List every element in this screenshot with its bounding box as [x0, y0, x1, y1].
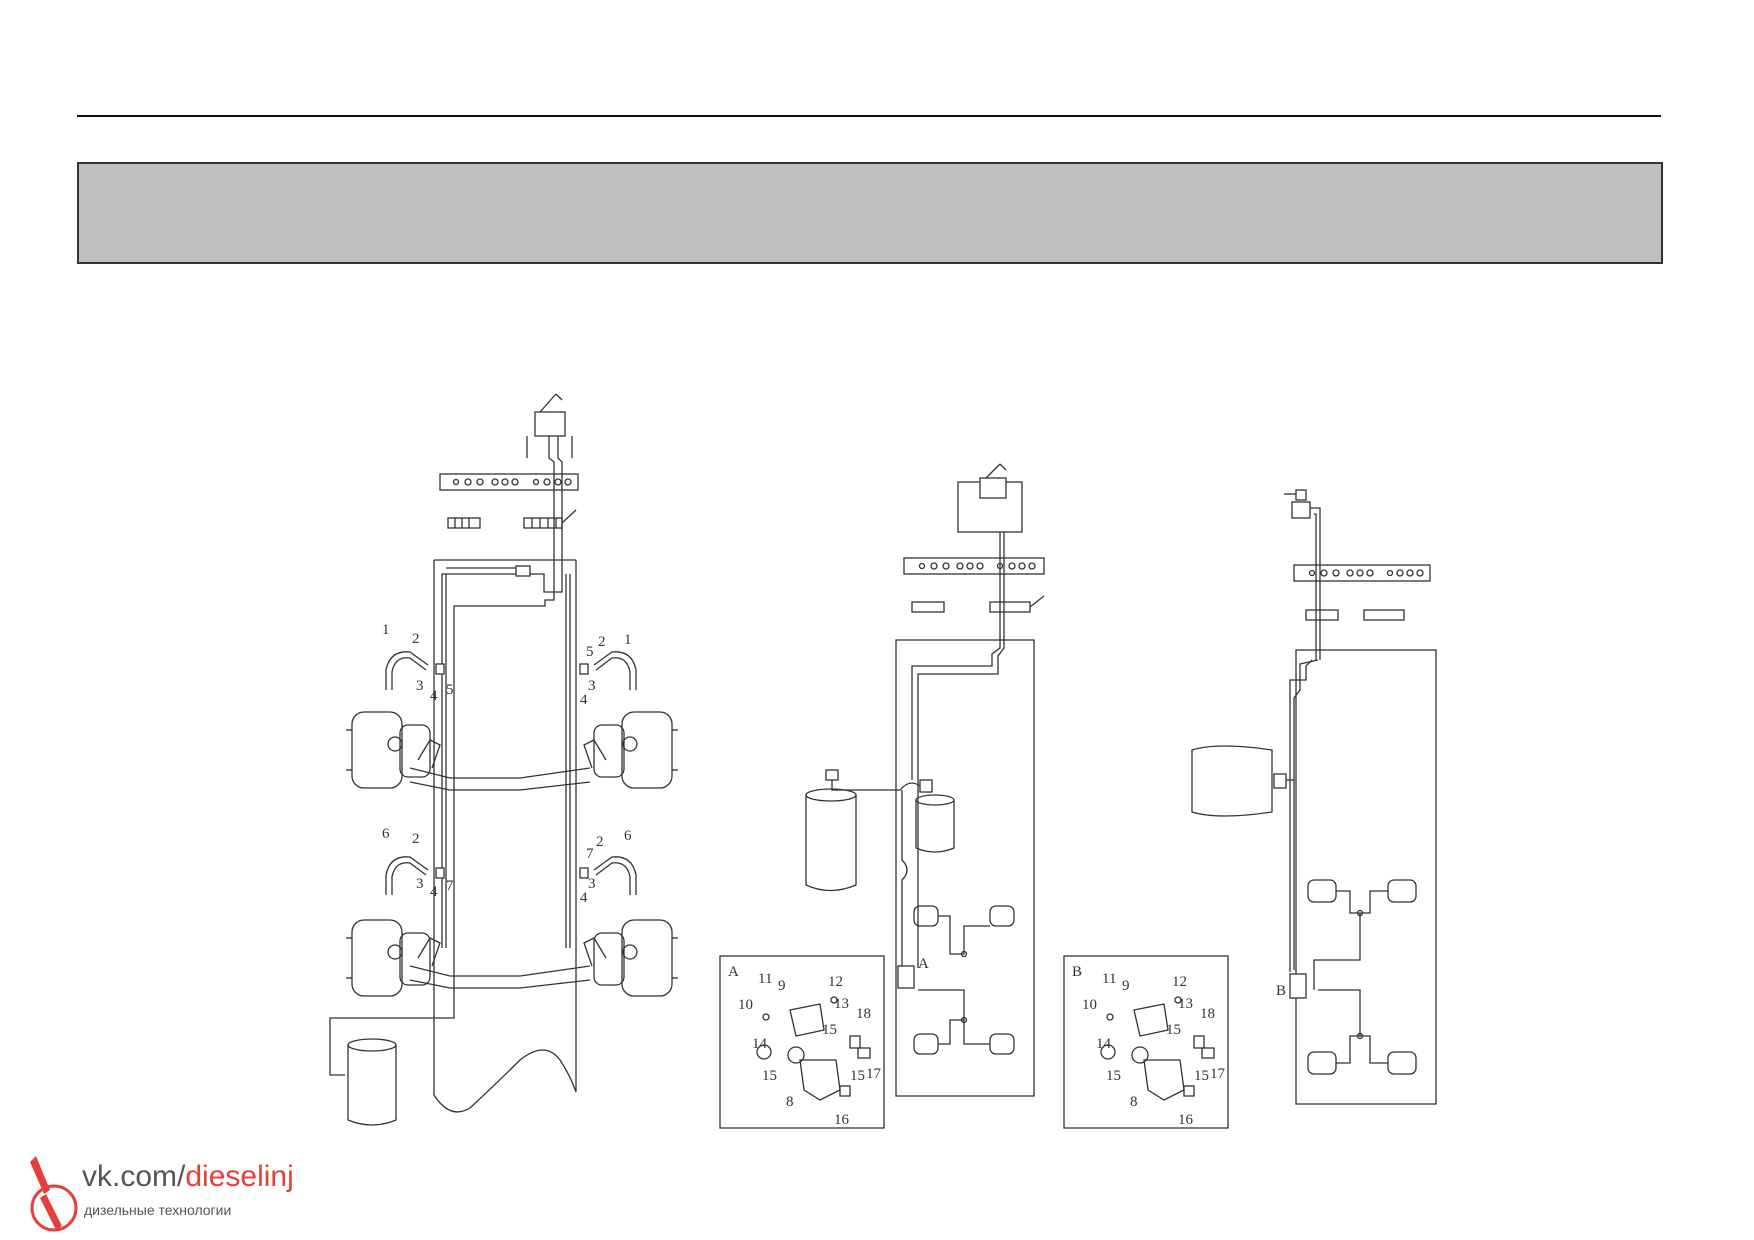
injector-icon: [30, 1156, 78, 1232]
callout-2: 2: [412, 831, 420, 847]
detail-b-14: 14: [1096, 1036, 1112, 1052]
callout-6: 6: [382, 826, 390, 842]
detail-a-16: 16: [834, 1112, 850, 1128]
right-tag-b: B: [1276, 983, 1286, 999]
brake-hoses: [385, 651, 637, 895]
callout-3: 3: [416, 876, 424, 892]
detail-b-8: 8: [1130, 1094, 1138, 1110]
callout-2: 2: [598, 634, 606, 650]
callout-4: 4: [430, 884, 438, 900]
detail-a-tag: A: [728, 964, 739, 980]
detail-b-10: 10: [1082, 997, 1097, 1013]
callout-2: 2: [596, 834, 604, 850]
detail-a-17: 17: [866, 1066, 882, 1082]
frame-crossmembers: [447, 509, 577, 529]
detail-b-16: 16: [1178, 1112, 1194, 1128]
terminal-bar: [439, 473, 579, 491]
detail-a-9: 9: [778, 978, 786, 994]
detail-b: B 11 9 10 12 13 18 15 14 15 15 17 8 16: [1063, 955, 1229, 1129]
callout-4: 4: [580, 890, 588, 906]
middle-tag-a: A: [918, 956, 929, 972]
callout-1: 1: [624, 632, 632, 648]
middle-brake-chambers: [913, 905, 1015, 1055]
middle-diagram: A A 11 9 10 12 13 18 15 14 15 15 17 8: [719, 463, 1045, 1129]
right-diagram: B: [1191, 489, 1437, 1105]
detail-b-18: 18: [1200, 1006, 1215, 1022]
left-reservoir: [347, 1038, 397, 1126]
watermark-logo: vk.com/dieselinj дизельные технологии: [16, 1150, 316, 1240]
detail-a-13: 13: [834, 996, 849, 1012]
title-banner: [77, 162, 1663, 264]
middle-hand-valve: [979, 463, 1007, 499]
callout-3: 3: [416, 678, 424, 694]
detail-a-12: 12: [828, 974, 843, 990]
callout-3: 3: [588, 678, 596, 694]
rear-axle: [346, 919, 678, 997]
detail-a: A 11 9 10 12 13 18 15 14 15 15 17 8 16: [719, 955, 885, 1129]
detail-a-14: 14: [752, 1036, 768, 1052]
frame-rails: [433, 559, 577, 1113]
detail-a-18: 18: [856, 1006, 871, 1022]
hand-brake-valve: [526, 393, 573, 458]
detail-a-15: 15: [762, 1068, 777, 1084]
callout-2: 2: [412, 631, 420, 647]
detail-b-13: 13: [1178, 996, 1193, 1012]
callout-5: 5: [586, 644, 594, 660]
detail-a-15: 15: [822, 1022, 837, 1038]
detail-b-15: 15: [1194, 1068, 1209, 1084]
callout-7: 7: [446, 878, 454, 894]
callout-3: 3: [588, 876, 596, 892]
right-terminal-holes: [1308, 569, 1424, 577]
right-relay-valve: [1289, 973, 1307, 999]
detail-b-9: 9: [1122, 978, 1130, 994]
detail-b-11: 11: [1102, 971, 1116, 987]
detail-b-17: 17: [1210, 1066, 1226, 1082]
left-diagram: 1 2 3 4 5 5 2 1 3 4 6 2 3 4 7 7 2 6 3 4: [329, 393, 678, 1126]
middle-frame: [895, 639, 1035, 1097]
header-rule: [77, 115, 1661, 117]
callout-4: 4: [430, 688, 438, 704]
callout-6: 6: [624, 828, 632, 844]
middle-relay-valve: [897, 965, 915, 989]
right-frame: [1295, 649, 1437, 1105]
terminal-holes: [452, 478, 572, 486]
callout-1: 1: [382, 622, 390, 638]
detail-b-15: 15: [1166, 1022, 1181, 1038]
right-terminal-bar: [1293, 564, 1431, 582]
front-axle: [346, 711, 678, 791]
detail-a-10: 10: [738, 997, 753, 1013]
detail-a-8: 8: [786, 1094, 794, 1110]
detail-b-12: 12: [1172, 974, 1187, 990]
middle-terminal-bar: [903, 557, 1045, 575]
right-brake-chambers: [1307, 879, 1417, 1075]
detail-b-15: 15: [1106, 1068, 1121, 1084]
logo-text: vk.com/dieselinj: [82, 1160, 294, 1193]
detail-b-tag: B: [1072, 964, 1082, 980]
callout-4: 4: [580, 692, 588, 708]
logo-subtitle: дизельные технологии: [84, 1202, 232, 1218]
callout-5: 5: [446, 682, 454, 698]
detail-a-15: 15: [850, 1068, 865, 1084]
left-callouts: 1 2 3 4 5 5 2 1 3 4 6 2 3 4 7 7 2 6 3 4: [382, 622, 632, 906]
air-lines: [329, 436, 571, 1076]
detail-a-11: 11: [758, 971, 772, 987]
middle-terminal-holes: [918, 562, 1036, 570]
callout-7: 7: [586, 846, 594, 862]
